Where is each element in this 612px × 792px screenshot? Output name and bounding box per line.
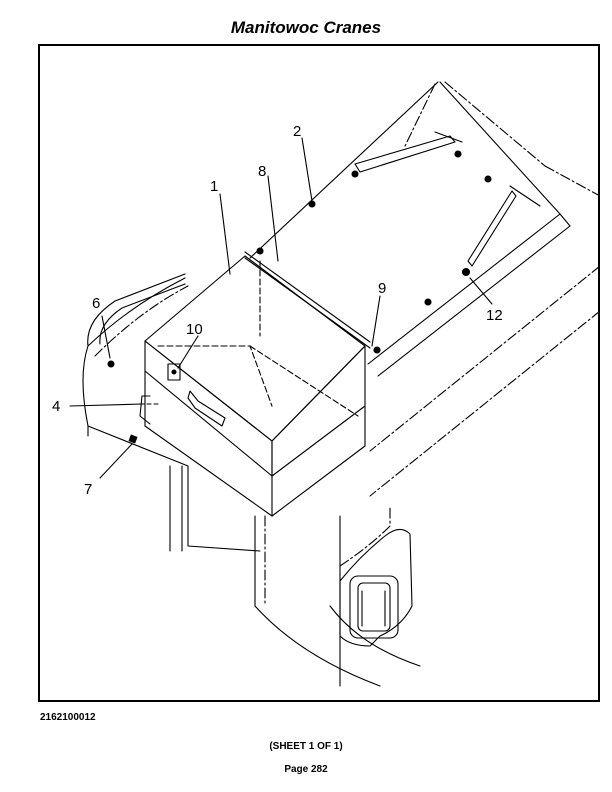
walkway-plate — [249, 81, 571, 377]
left-end-cap — [87, 273, 186, 347]
fastener-7 — [128, 434, 138, 444]
callout-1: 1 — [210, 178, 218, 195]
page-number: Page 282 — [284, 764, 328, 775]
drawing-number: 2162100012 — [40, 712, 96, 723]
boom-upper — [369, 81, 598, 497]
diagram-frame: 1 2 4 6 7 8 9 10 12 — [38, 44, 600, 702]
parts-diagram: 1 2 4 6 7 8 9 10 12 — [52, 81, 598, 687]
callout-10: 10 — [186, 321, 203, 338]
callout-12: 12 — [486, 307, 503, 324]
callout-2: 2 — [293, 123, 301, 140]
callout-6: 6 — [92, 295, 100, 312]
boom-end-cap — [339, 528, 413, 647]
callout-4: 4 — [52, 398, 60, 415]
boom-lower — [82, 277, 421, 687]
sheet-label: (SHEET 1 OF 1) — [269, 741, 343, 752]
callout-labels: 1 2 4 6 7 8 9 10 12 — [52, 123, 503, 498]
bolts — [107, 150, 492, 368]
storage-box — [139, 251, 371, 517]
support-brackets — [354, 131, 541, 267]
leader-lines — [69, 137, 493, 479]
callout-8: 8 — [258, 163, 266, 180]
callout-9: 9 — [378, 280, 386, 297]
callout-7: 7 — [84, 481, 92, 498]
page-title: Manitowoc Cranes — [230, 18, 382, 37]
